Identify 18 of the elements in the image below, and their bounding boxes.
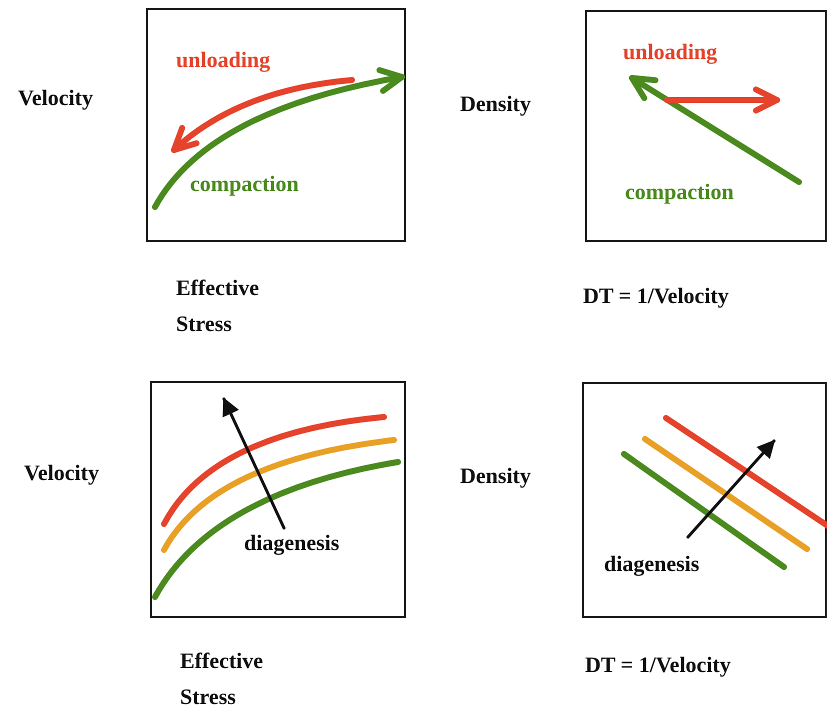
axis-label: Velocity — [18, 84, 94, 112]
curve-label: diagenesis — [604, 552, 700, 576]
curve-label: unloading — [176, 48, 270, 72]
axis-label: DT = 1/Velocity — [585, 651, 732, 679]
axis-label: DT = 1/Velocity — [583, 282, 730, 310]
curve-label: unloading — [623, 40, 718, 64]
plot-panel — [582, 382, 827, 618]
axis-label: Density — [460, 90, 532, 118]
curve-label: compaction — [625, 180, 734, 204]
axis-label: Velocity — [24, 459, 100, 487]
plot-panel — [146, 8, 406, 242]
plot-panel — [585, 10, 827, 242]
axis-label: Effective Stress — [176, 274, 260, 338]
curve-label: diagenesis — [244, 531, 340, 556]
curve-label: compaction — [190, 172, 299, 196]
plot-panel — [150, 381, 406, 618]
axis-label: Density — [460, 462, 532, 490]
axis-label: Effective Stress — [180, 647, 264, 712]
